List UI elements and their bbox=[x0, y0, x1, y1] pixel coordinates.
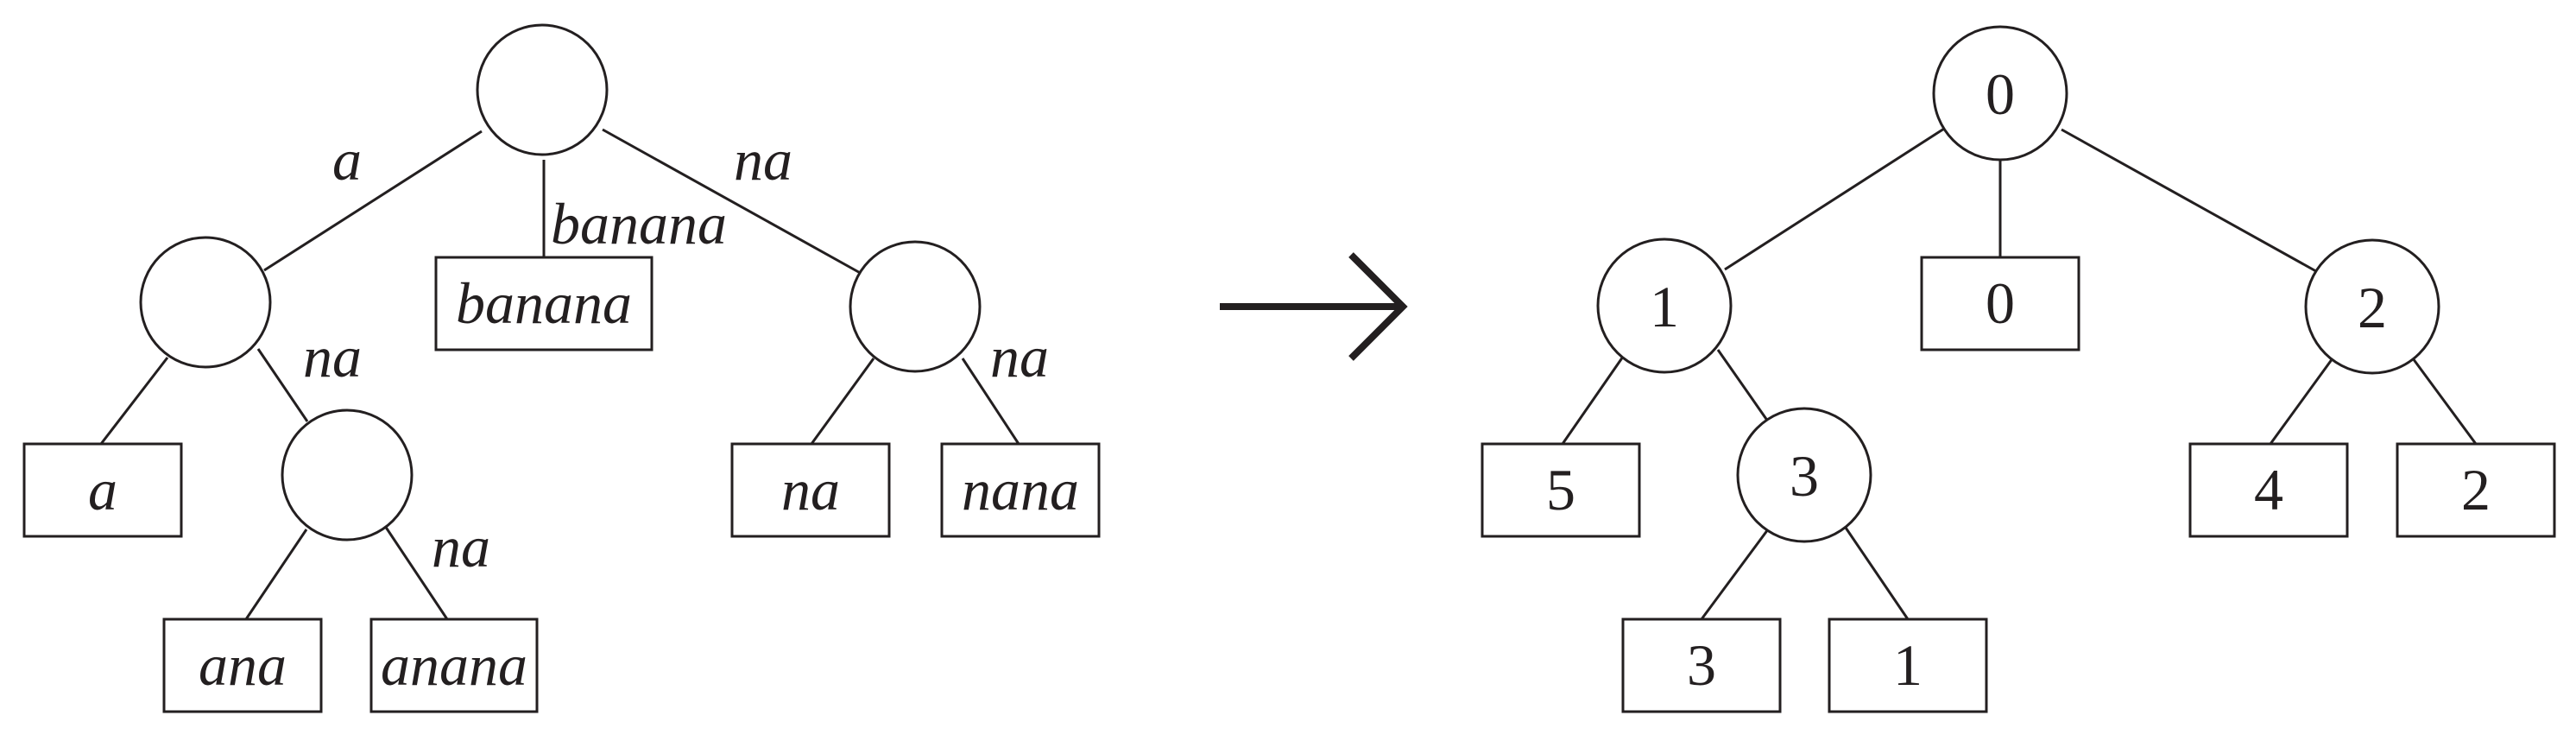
edge-r-3-to-1leaf bbox=[1844, 527, 1910, 620]
right-leaf-label-mid: 0 bbox=[1986, 270, 2015, 336]
edge-label-na-nana: na bbox=[990, 324, 1049, 390]
edge-r-root-to-1 bbox=[1724, 127, 1945, 271]
edge-root-to-na bbox=[602, 128, 864, 276]
edge-r-1-to-5 bbox=[1561, 356, 1625, 445]
right-leaf-label-4: 4 bbox=[2254, 457, 2283, 522]
edge-na-to-leaf-nana bbox=[961, 358, 1020, 445]
transform-arrow bbox=[1220, 252, 1408, 361]
leaf-label-ana: ana bbox=[199, 632, 287, 698]
leaf-box-nana bbox=[940, 442, 1101, 538]
left-node-na bbox=[849, 240, 982, 373]
right-node-3-label: 3 bbox=[1790, 443, 1819, 509]
arrow-head bbox=[1348, 252, 1408, 361]
right-node-2 bbox=[2304, 238, 2440, 375]
right-index-tree: 0 1 2 3 0 5 3 1 4 2 bbox=[1481, 25, 2556, 713]
edge-ana-to-leaf-anana bbox=[383, 525, 449, 620]
right-leaf-box-2 bbox=[2396, 442, 2556, 538]
leaf-label-banana: banana bbox=[456, 270, 632, 336]
leaf-box-a bbox=[22, 442, 183, 538]
right-leaf-label-2: 2 bbox=[2461, 457, 2491, 522]
edge-a-to-na bbox=[256, 348, 309, 422]
left-node-a bbox=[139, 236, 272, 369]
leaf-box-ana bbox=[162, 618, 323, 713]
right-root-label: 0 bbox=[1986, 61, 2015, 127]
left-suffix-tree: banana a ana anana na nana a banana na n… bbox=[22, 23, 1101, 713]
edge-r-1-to-3 bbox=[1716, 349, 1770, 422]
edge-r-3-to-3leaf bbox=[1700, 529, 1770, 620]
edge-label-root-banana: banana bbox=[551, 191, 727, 256]
edge-label-a-na: na bbox=[303, 324, 362, 390]
right-node-3 bbox=[1736, 407, 1872, 543]
right-root-node bbox=[1932, 25, 2068, 162]
right-leaf-box-5 bbox=[1481, 442, 1641, 538]
leaf-box-na bbox=[730, 442, 891, 538]
edge-label-root-a: a bbox=[332, 127, 362, 193]
leaf-box-banana bbox=[434, 256, 653, 352]
right-leaf-label-1: 1 bbox=[1893, 632, 1923, 698]
right-leaf-label-5: 5 bbox=[1546, 457, 1575, 522]
right-node-1 bbox=[1596, 238, 1733, 374]
leaf-label-anana: anana bbox=[381, 632, 527, 698]
right-node-2-label: 2 bbox=[2358, 275, 2387, 340]
right-leaf-label-3: 3 bbox=[1687, 632, 1716, 698]
leaf-label-na: na bbox=[781, 457, 840, 522]
edge-label-ana-anana: na bbox=[432, 514, 490, 580]
right-leaf-box-4 bbox=[2188, 442, 2349, 538]
edge-r-2-to-2leaf bbox=[2411, 358, 2478, 445]
left-node-ana bbox=[281, 408, 414, 542]
right-leaf-box-3 bbox=[1621, 618, 1782, 713]
edge-label-root-na: na bbox=[734, 127, 792, 193]
right-node-1-label: 1 bbox=[1650, 274, 1679, 339]
edge-r-2-to-4 bbox=[2269, 358, 2334, 445]
left-root-node bbox=[476, 23, 609, 156]
right-leaf-box-mid bbox=[1920, 256, 2080, 352]
leaf-box-anana bbox=[369, 618, 539, 713]
edge-r-root-to-2 bbox=[2061, 128, 2323, 276]
leaf-label-a: a bbox=[88, 457, 117, 522]
edge-root-to-a bbox=[263, 130, 483, 272]
edge-a-to-leaf-a bbox=[99, 357, 169, 445]
right-leaf-box-1 bbox=[1828, 618, 1988, 713]
leaf-label-nana: nana bbox=[962, 457, 1079, 522]
edge-ana-to-leaf-ana bbox=[244, 529, 308, 620]
edge-na-to-leaf-na bbox=[810, 358, 875, 445]
